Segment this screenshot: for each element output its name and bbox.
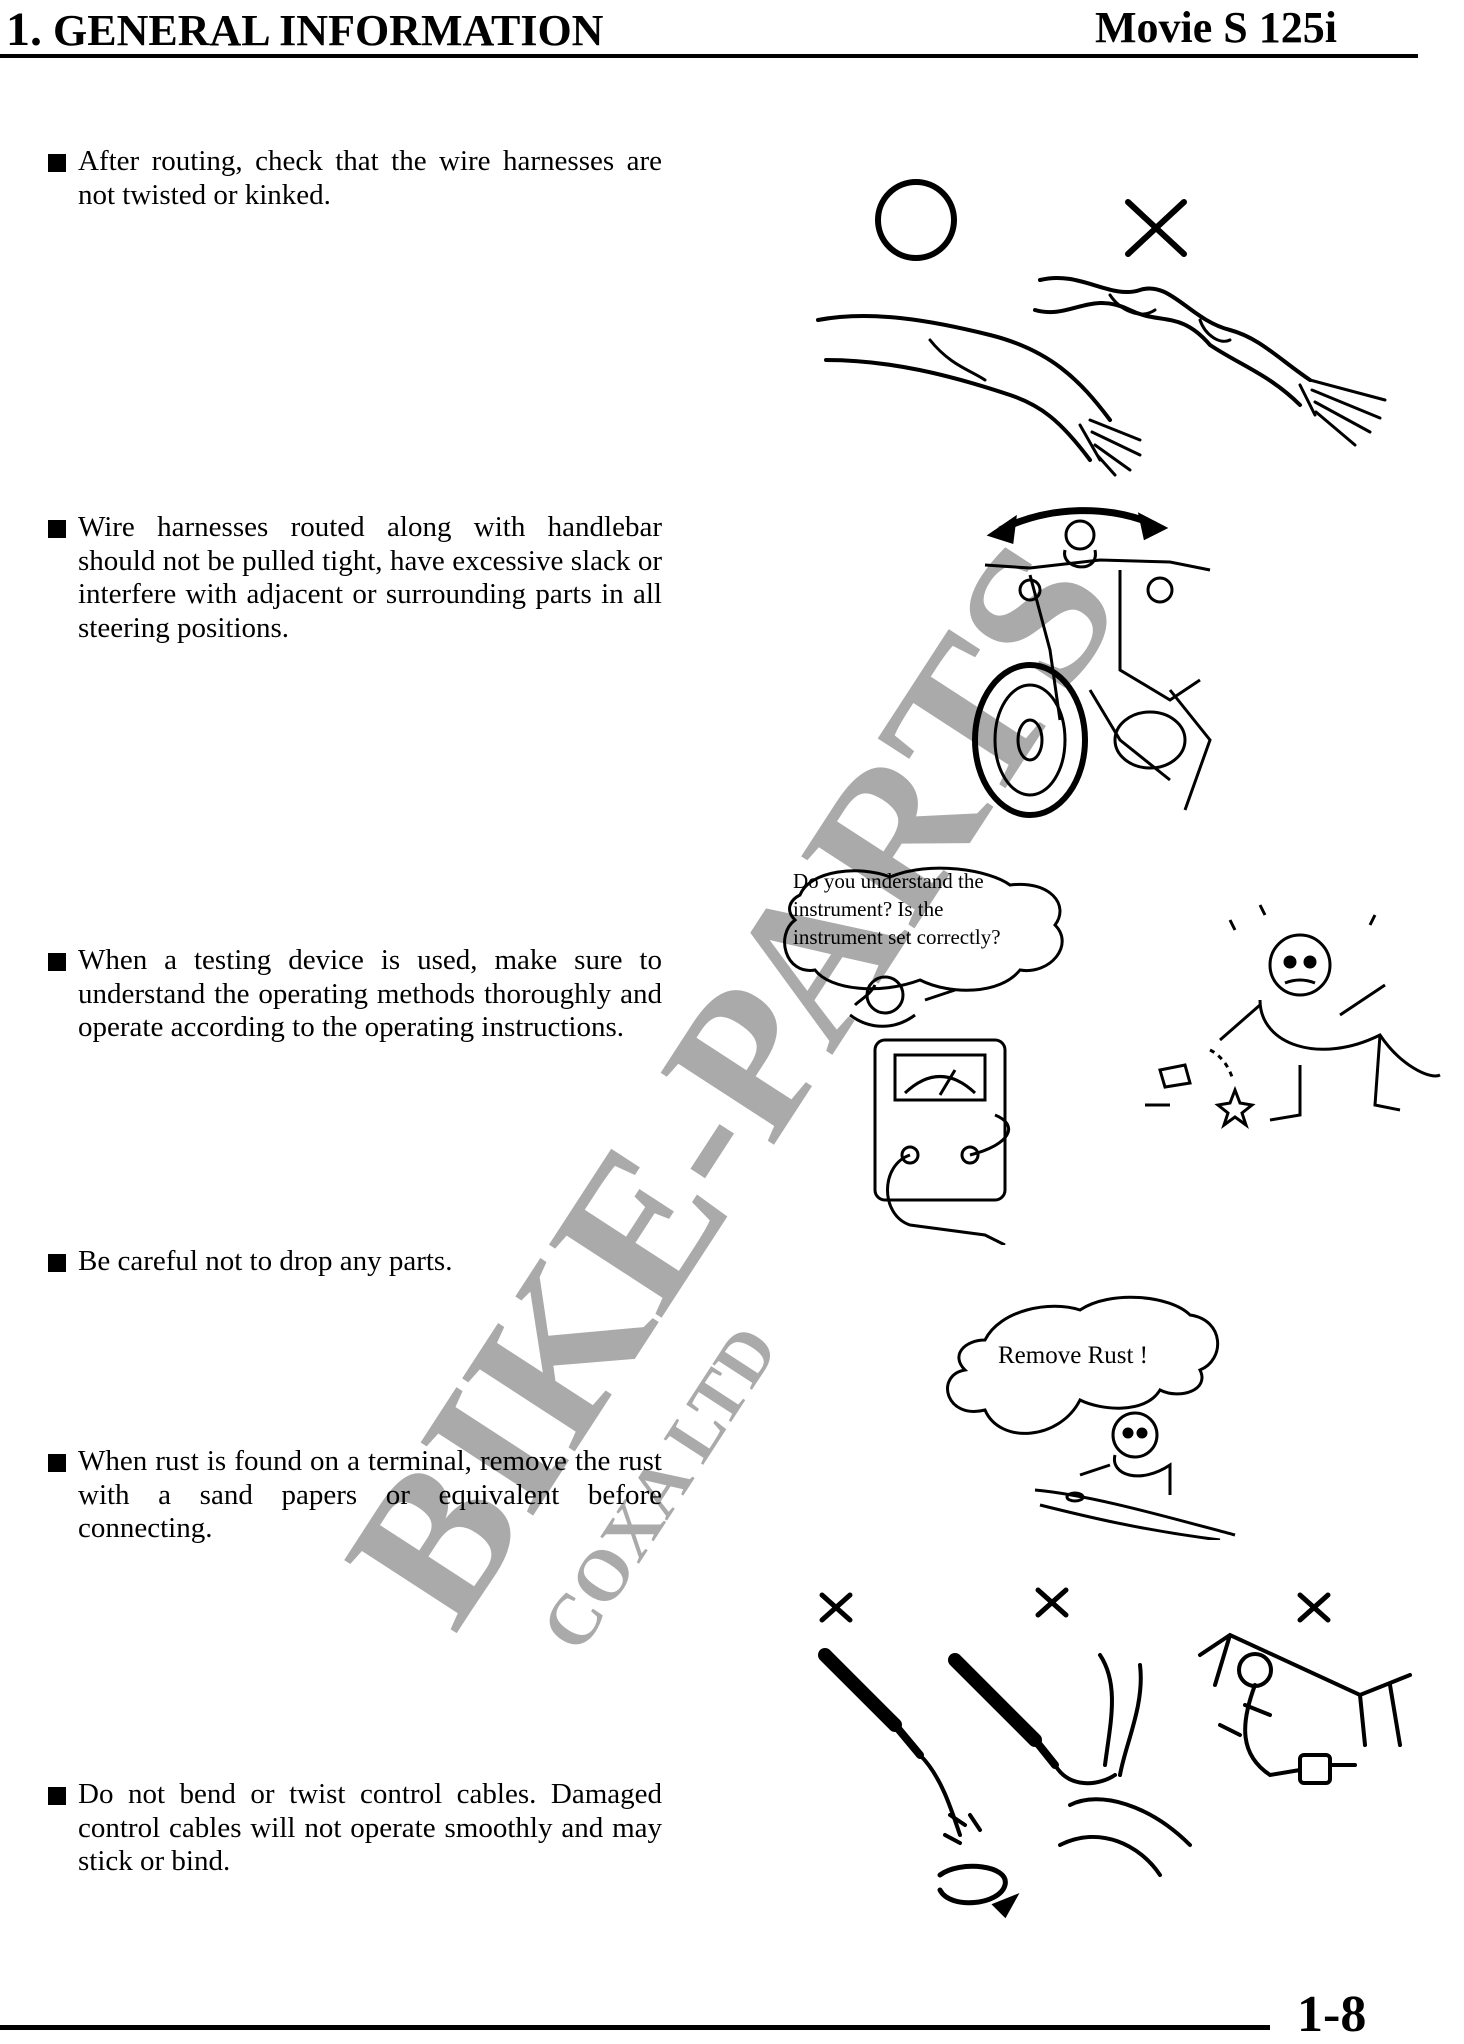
twist-arrow-icon bbox=[937, 1863, 1008, 1906]
instruction-text: Wire harnesses routed along with handleb… bbox=[78, 511, 662, 644]
wire-harness-illustration bbox=[816, 179, 1387, 477]
speech-bubble-tester bbox=[783, 866, 1064, 992]
instruction-text: After routing, check that the wire harne… bbox=[78, 145, 662, 211]
chapter-title-text: GENERAL INFORMATION bbox=[53, 6, 604, 55]
tester-speech-bubble: Do you understand the instrument? Is the… bbox=[793, 869, 1001, 949]
instruction-item: When rust is found on a terminal, remove… bbox=[48, 1445, 662, 1546]
ng-cross-icon bbox=[1035, 1587, 1069, 1618]
rust-speech-bubble: Remove Rust ! bbox=[998, 1342, 1148, 1369]
square-bullet-icon bbox=[48, 1454, 66, 1472]
ng-cross-icon bbox=[819, 1592, 853, 1623]
page-header: 1. GENERAL INFORMATION Movie S 125i bbox=[0, 0, 1420, 58]
square-bullet-icon bbox=[48, 154, 66, 172]
square-bullet-icon bbox=[48, 1787, 66, 1805]
control-cable-illustration bbox=[818, 1587, 1412, 1919]
chapter-title: 1. GENERAL INFORMATION bbox=[6, 2, 603, 57]
instruction-item: When a testing device is used, make sure… bbox=[48, 944, 662, 1045]
square-bullet-icon bbox=[48, 1254, 66, 1272]
model-name: Movie S 125i bbox=[1095, 3, 1337, 52]
ng-cross-icon bbox=[1297, 1592, 1331, 1623]
chapter-number: 1. bbox=[6, 3, 42, 56]
testing-device-illustration bbox=[783, 866, 1441, 1245]
instruction-text: When rust is found on a terminal, remove… bbox=[78, 1445, 662, 1544]
instruction-item: After routing, check that the wire harne… bbox=[48, 145, 662, 212]
square-bullet-icon bbox=[48, 953, 66, 971]
remove-rust-illustration bbox=[946, 1295, 1236, 1540]
instruction-item: Be careful not to drop any parts. bbox=[48, 1245, 662, 1279]
footer-rule bbox=[0, 2025, 1270, 2030]
instruction-text: Be careful not to drop any parts. bbox=[78, 1245, 453, 1277]
motorcycle-handlebar-illustration bbox=[972, 507, 1212, 818]
ng-cross-icon bbox=[1125, 199, 1187, 257]
star-icon bbox=[1214, 1085, 1256, 1129]
instruction-item: Wire harnesses routed along with handleb… bbox=[48, 511, 662, 645]
speech-bubble-rust bbox=[946, 1295, 1220, 1435]
instruction-text: When a testing device is used, make sure… bbox=[78, 944, 662, 1043]
instruction-item: Do not bend or twist control cables. Dam… bbox=[48, 1778, 662, 1879]
square-bullet-icon bbox=[48, 520, 66, 538]
steering-arrow-icon bbox=[998, 507, 1157, 534]
instruction-text: Do not bend or twist control cables. Dam… bbox=[78, 1778, 662, 1877]
ok-circle-icon bbox=[875, 179, 957, 261]
header-rule bbox=[0, 54, 1418, 58]
page-number: 1-8 bbox=[1297, 1986, 1367, 2043]
